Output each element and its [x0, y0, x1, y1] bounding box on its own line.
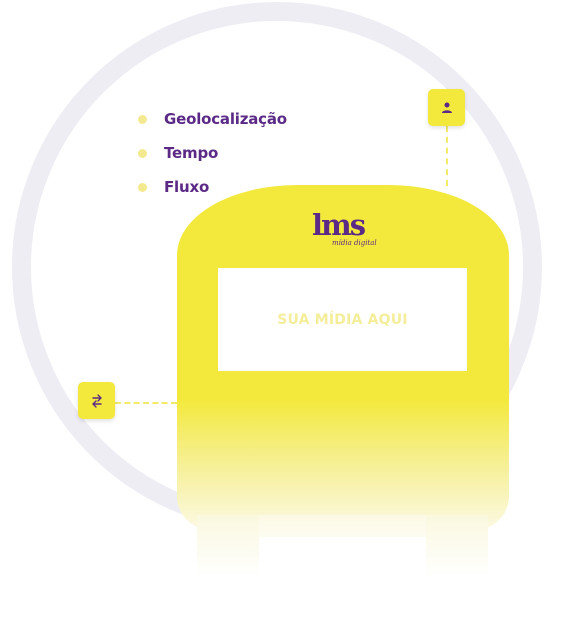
logo-wordmark: lms: [312, 208, 366, 242]
bullet-icon: [138, 182, 147, 192]
bus-wheel-left: [197, 515, 259, 577]
lms-logo: lms mídia digital: [312, 208, 377, 248]
bullet-icon: [138, 148, 147, 158]
feature-label: Tempo: [164, 144, 219, 162]
logo-tagline: mídia digital: [332, 239, 377, 247]
swap-arrows-icon: [91, 393, 102, 408]
user-icon-button[interactable]: [428, 89, 465, 126]
media-screen: SUA MÍDIA AQUI: [218, 268, 467, 371]
screen-placeholder-text: SUA MÍDIA AQUI: [277, 311, 408, 328]
feature-item-geolocation: Geolocalização: [138, 102, 287, 136]
feature-label: Geolocalização: [164, 110, 287, 128]
bullet-icon: [138, 114, 147, 124]
feature-list: Geolocalização Tempo Fluxo: [138, 102, 287, 204]
connector-line-horizontal: [115, 402, 177, 404]
connector-line-vertical: [446, 126, 448, 186]
bus-wheel-right: [426, 515, 488, 577]
feature-item-flow: Fluxo: [138, 170, 287, 204]
bus-undercarriage: [259, 515, 426, 537]
user-icon: [441, 102, 452, 113]
swap-icon-button[interactable]: [78, 382, 115, 419]
feature-label: Fluxo: [164, 178, 210, 196]
feature-item-time: Tempo: [138, 136, 287, 170]
